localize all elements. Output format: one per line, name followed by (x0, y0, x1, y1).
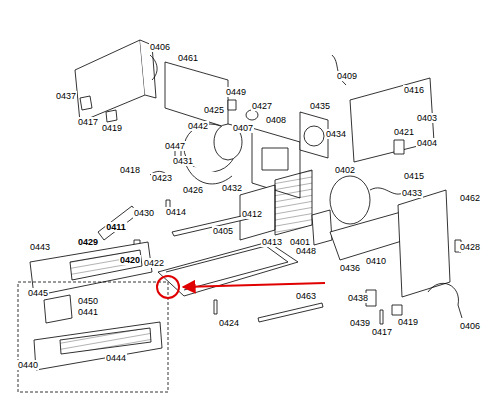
hinge-part (80, 96, 92, 110)
kick-plate (34, 322, 162, 370)
callout-number: 0445 (27, 288, 49, 298)
callout-number: 0417 (77, 117, 99, 127)
callout-number: 0430 (133, 208, 155, 218)
callout-number: 0435 (309, 101, 331, 111)
kick-plate-slats (60, 328, 151, 354)
callout-number: 0408 (265, 115, 287, 125)
screw (214, 300, 217, 314)
control-board (262, 148, 288, 170)
side-bracket (75, 40, 145, 122)
callout-number: 0447 (164, 141, 186, 151)
motor-bracket (186, 165, 232, 184)
callout-number: 0412 (241, 209, 263, 219)
callout-number: 0406 (149, 42, 171, 52)
callout-number: 0448 (295, 246, 317, 256)
callout-number: 0414 (165, 207, 187, 217)
callout-number: 0421 (393, 127, 415, 137)
fan-housing (300, 112, 328, 158)
callout-number: 0411 (105, 222, 127, 232)
compressor (330, 176, 370, 224)
callout-number: 0450 (77, 296, 99, 306)
callout-number: 0428 (459, 242, 481, 252)
callout-number: 0439 (349, 318, 371, 328)
switch-part (394, 140, 404, 154)
small-clip (392, 305, 402, 315)
condenser (275, 170, 312, 235)
callout-number: 0427 (251, 101, 273, 111)
callout-number: 0438 (347, 293, 369, 303)
callout-number: 0407 (232, 123, 254, 133)
tray-rim (166, 246, 288, 290)
callout-number: 0405 (212, 226, 234, 236)
callout-number: 0406 (459, 321, 481, 331)
filter-drier (312, 210, 332, 245)
fan-blade (304, 126, 324, 146)
callout-number: 0432 (221, 183, 243, 193)
callout-number: 0462 (459, 193, 481, 203)
callout-number: 0437 (55, 91, 77, 101)
grille-frame (18, 282, 168, 392)
callout-number: 0413 (261, 237, 283, 247)
rear-panel (165, 62, 228, 128)
callout-number: 0444 (105, 353, 127, 363)
small-part (228, 100, 236, 110)
small-clip (106, 110, 117, 122)
callout-number: 0403 (416, 113, 438, 123)
grommet (246, 110, 258, 120)
callout-number: 0461 (177, 53, 199, 63)
wire-harness (428, 283, 462, 318)
callout-number: 0404 (416, 138, 438, 148)
capillary (370, 188, 405, 194)
callout-number: 0415 (403, 171, 425, 181)
display-module (44, 295, 72, 323)
callout-number: 0409 (336, 71, 358, 81)
callout-number: 0436 (339, 263, 361, 273)
callout-number: 0433 (401, 188, 423, 198)
callout-number: 0425 (203, 105, 225, 115)
callout-number: 0443 (29, 242, 51, 252)
screw (380, 310, 383, 324)
callout-number: 0410 (365, 256, 387, 266)
grille-slats (70, 250, 142, 280)
callout-number: 0420 (119, 255, 141, 265)
wire-harness (150, 55, 157, 80)
callout-number: 0434 (325, 129, 347, 139)
side-panel (398, 190, 450, 297)
callout-number: 0429 (77, 237, 99, 247)
callout-number: 0402 (334, 165, 356, 175)
callout-number: 0463 (295, 291, 317, 301)
highlight-arrow (183, 283, 325, 287)
highlight-circle (157, 276, 179, 298)
callout-number: 0431 (172, 156, 194, 166)
callout-number: 0449 (225, 87, 247, 97)
callout-number: 0442 (187, 121, 209, 131)
callout-number: 0426 (182, 185, 204, 195)
callout-number: 0423 (151, 173, 173, 183)
evaporator (240, 185, 275, 240)
callout-number: 0440 (17, 360, 39, 370)
callout-number: 0441 (77, 307, 99, 317)
callout-number: 0422 (143, 258, 165, 268)
rod (258, 303, 323, 322)
callout-number: 0419 (101, 123, 123, 133)
callout-number: 0418 (119, 165, 141, 175)
callout-number: 0424 (218, 318, 240, 328)
callout-number: 0419 (397, 317, 419, 327)
callout-number: 0416 (403, 85, 425, 95)
callout-number: 0417 (371, 327, 393, 337)
